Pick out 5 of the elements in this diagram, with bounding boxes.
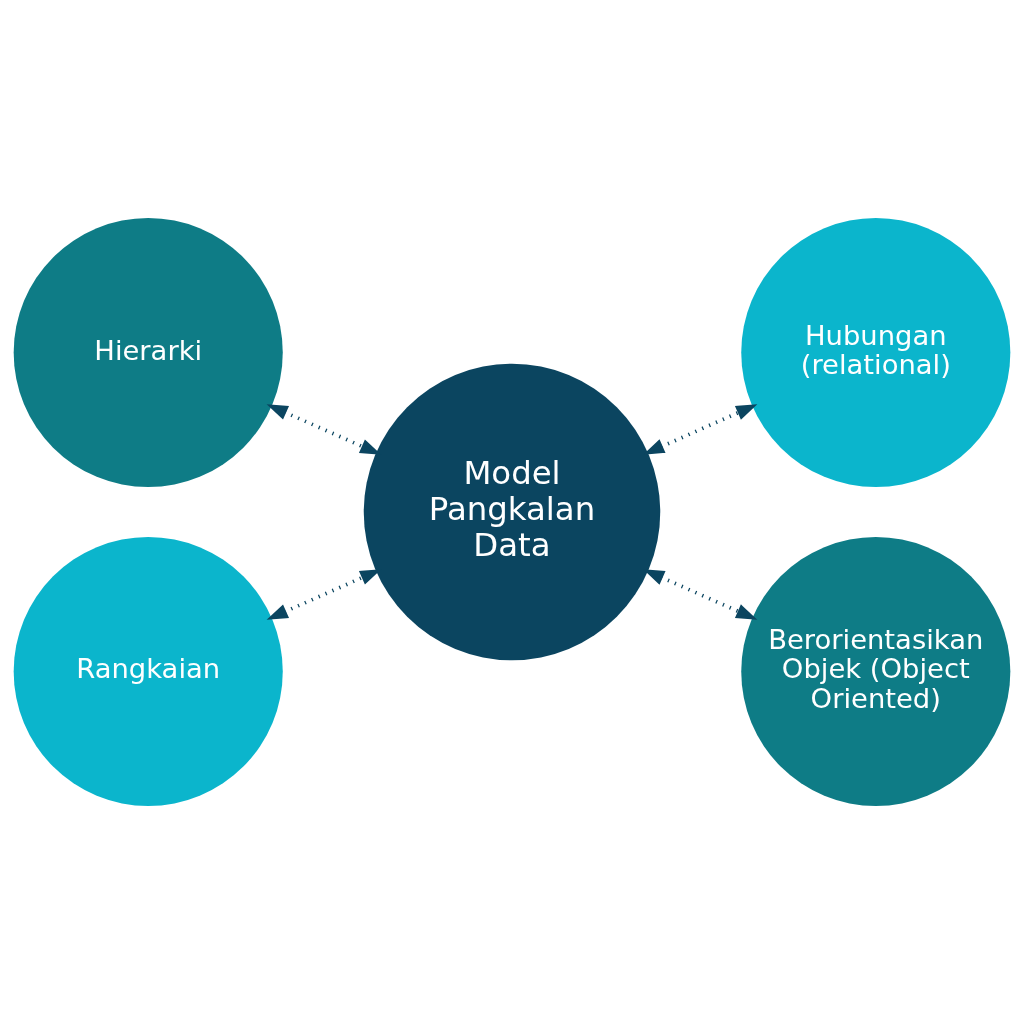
- node-circle: Model Pangkalan Data: [363, 363, 661, 661]
- node-circle: Hierarki: [13, 218, 283, 488]
- node-circle: Hubungan (relational): [741, 218, 1011, 488]
- node-circle: Rangkaian: [13, 536, 283, 806]
- node-circle: Berorientasikan Objek (Object Oriented): [741, 536, 1011, 806]
